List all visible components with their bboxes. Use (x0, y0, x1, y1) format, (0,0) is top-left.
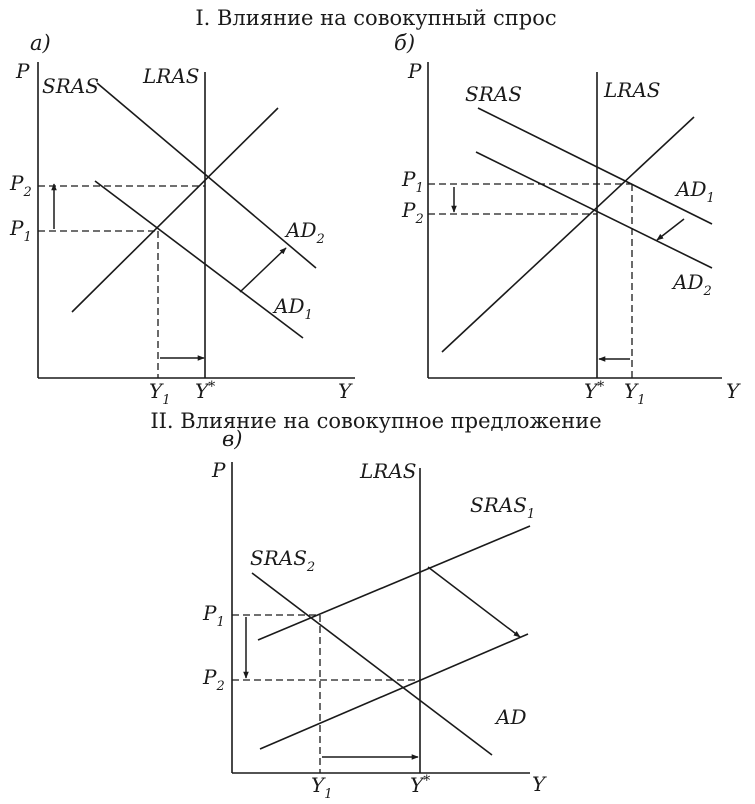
panel-a-ad2-line (96, 82, 317, 269)
panel-a-ad1-line (94, 180, 304, 339)
panel-c-y-axis-label: Y (532, 772, 547, 796)
panel-a-ad1-label: AD1 (272, 294, 313, 323)
panel-b-p2-label: P2 (401, 198, 424, 227)
panel-c-sras1-label: SRAS1 (470, 493, 535, 522)
panel-a-y-axis-label: Y (338, 379, 353, 403)
panel-c-ad-label: AD (494, 705, 526, 729)
panel-c-sras2-line (259, 633, 529, 750)
panel-b: б) P Y SRAS LRAS AD1 AD2 P1 P2 Y* Y1 (394, 31, 741, 408)
panel-c-ad-line (251, 572, 493, 756)
panel-b-ad1-label: AD1 (674, 177, 715, 206)
panel-c-sras1-line (257, 525, 531, 641)
panel-a-y1-label: Y1 (149, 379, 170, 408)
panel-a-ad2-label: AD2 (284, 218, 325, 247)
panel-b-ad-shift-arrow (656, 218, 685, 241)
panel-b-p-axis-label: P (407, 59, 422, 83)
panel-b-tag: б) (394, 31, 415, 55)
panel-a-sras-label: SRAS (42, 74, 99, 98)
panel-b-y-axis-label: Y (726, 379, 741, 403)
panel-b-y1-label: Y1 (624, 379, 645, 408)
panel-b-sras-line (441, 116, 695, 353)
section-heading-supply: II. Влияние на совокупное предложение (150, 409, 601, 433)
panel-c-y1-label: Y1 (311, 773, 332, 802)
panel-c-sras-shift-arrow (427, 566, 521, 638)
panel-c-p-axis-label: P (211, 458, 226, 482)
panel-c-ystar-label: Y* (410, 773, 430, 797)
panel-a-p-axis-label: P (15, 59, 30, 83)
panel-a-p2-label: P2 (9, 171, 32, 200)
panel-a-tag: а) (30, 31, 51, 55)
panel-b-p1-label: P1 (401, 167, 424, 196)
panel-a-lras-label: LRAS (142, 64, 199, 88)
panel-b-ad2-line (475, 151, 713, 269)
panel-a-ystar-label: Y* (195, 379, 215, 403)
panel-b-sras-label: SRAS (465, 82, 522, 106)
panel-a-ad-shift-arrow (239, 247, 287, 293)
section-heading-demand: I. Влияние на совокупный спрос (195, 6, 556, 30)
panel-c-p2-label: P2 (202, 665, 225, 694)
panel-a-sras-line (71, 107, 279, 313)
panel-c-tag: в) (222, 427, 242, 451)
panel-a: а) P Y SRAS LRAS AD2 AD1 P2 P1 Y1 Y* (9, 31, 355, 408)
panel-b-ad1-line (477, 107, 713, 225)
panel-c-lras-label: LRAS (359, 459, 416, 483)
panel-a-p1-label: P1 (9, 216, 32, 245)
panel-b-ad2-label: AD2 (671, 270, 712, 299)
panel-b-ystar-label: Y* (584, 379, 604, 403)
panel-b-lras-label: LRAS (603, 78, 660, 102)
panel-c-p1-label: P1 (202, 601, 225, 630)
panel-c-sras2-label: SRAS2 (250, 546, 315, 575)
panel-c: в) P Y LRAS SRAS1 SRAS2 AD P1 P2 Y1 Y* (202, 427, 547, 802)
